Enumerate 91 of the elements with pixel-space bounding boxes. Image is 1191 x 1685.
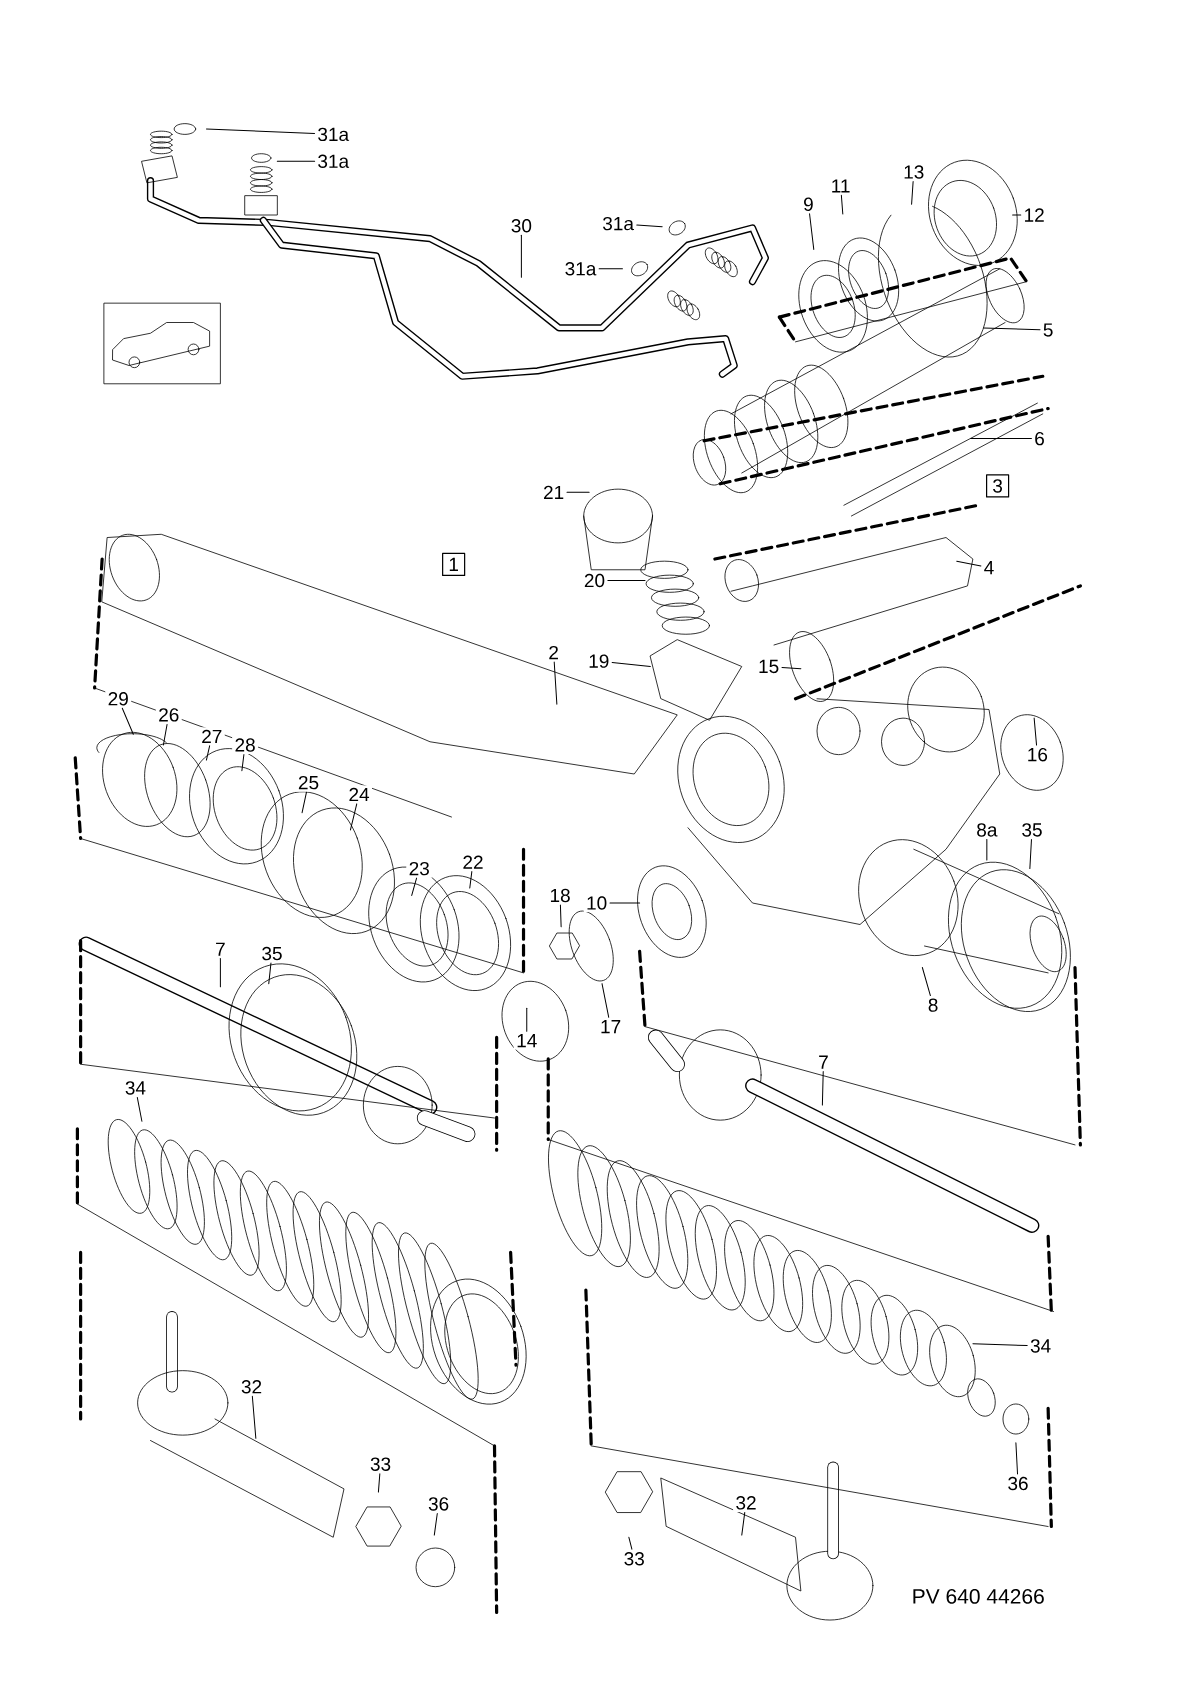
callout-number: 15: [755, 657, 782, 676]
leader-line: [526, 1007, 528, 1032]
callout-number: 16: [1024, 745, 1051, 764]
callout-number: 2: [545, 643, 562, 662]
callout-number: 34: [122, 1078, 149, 1098]
callout-number: 31a: [599, 214, 637, 233]
leader-line: [601, 983, 610, 1018]
leader-line: [809, 213, 815, 250]
callout-number: 8a: [973, 820, 1000, 840]
leader-line: [469, 871, 473, 889]
leader-line: [598, 268, 623, 270]
callout-number: 13: [900, 162, 927, 182]
leader-line: [781, 666, 802, 670]
callout-number: 9: [800, 195, 817, 214]
leader-line: [970, 438, 1032, 440]
leader-line: [611, 662, 651, 667]
callout-number: 4: [981, 558, 997, 577]
callout-number: 29: [105, 689, 132, 708]
leader-line: [1029, 838, 1032, 870]
callout-number: 6: [1031, 429, 1048, 448]
callout-number: 20: [581, 571, 608, 590]
leader-line: [628, 1536, 633, 1550]
leader-line: [921, 967, 931, 997]
leader-line: [241, 754, 245, 772]
callout-number: 35: [1019, 820, 1045, 840]
callout-number: 8: [925, 996, 941, 1015]
callout-number: 32: [238, 1377, 265, 1396]
callout-number: 7: [815, 1053, 832, 1072]
leader-line: [121, 707, 134, 735]
callout-number: 24: [346, 785, 373, 804]
leader-line: [136, 1096, 143, 1122]
callout-number: 31a: [315, 152, 352, 171]
callout-number: 23: [406, 859, 433, 878]
callout-number: 7: [212, 940, 229, 959]
leader-line: [276, 160, 316, 162]
leader-line: [520, 234, 522, 278]
leader-line: [411, 877, 418, 896]
part-number: PV 640 44266: [913, 1588, 1044, 1604]
callout-number: 36: [425, 1494, 452, 1514]
leader-line: [911, 181, 914, 205]
callout-number: 30: [508, 216, 535, 235]
leader-line: [251, 1395, 257, 1439]
leader-line: [986, 838, 988, 861]
leader-line: [205, 745, 211, 761]
callout-number: 26: [155, 705, 182, 724]
callout-number: 5: [1040, 321, 1056, 340]
leader-line: [268, 962, 272, 985]
leader-line: [433, 1512, 438, 1536]
leader-line: [553, 661, 558, 705]
callout-number: 10: [583, 893, 610, 913]
callout-number: 18: [547, 886, 574, 905]
leader-line: [1012, 214, 1022, 216]
boxed-number: 1: [442, 552, 466, 576]
leader-line: [219, 958, 221, 988]
callout-number: 12: [1021, 205, 1048, 225]
callout-number: 21: [540, 483, 567, 502]
leader-line: [566, 491, 590, 493]
callout-number: 22: [460, 853, 486, 872]
callout-number: 11: [828, 177, 853, 195]
leader-line: [840, 194, 844, 215]
leader-line: [607, 580, 646, 581]
callout-number: 36: [1005, 1474, 1031, 1493]
callout-number: 17: [597, 1017, 624, 1036]
callout-number: 25: [295, 773, 322, 792]
leader-line: [559, 904, 562, 928]
leader-line: [205, 128, 316, 135]
leader-line: [609, 902, 641, 904]
leader-line: [956, 560, 982, 567]
leader-line: [162, 723, 168, 746]
boxed-number: 3: [986, 474, 1010, 498]
callout-number: 32: [733, 1493, 759, 1512]
leader-line: [349, 803, 358, 831]
leader-line: [377, 1473, 381, 1493]
callout-number: 19: [585, 652, 612, 671]
callout-number: 28: [232, 735, 259, 755]
leader-line: [1033, 717, 1038, 746]
callout-number: 31a: [315, 125, 352, 144]
callout-number: 14: [513, 1031, 540, 1050]
callout-number: 35: [259, 944, 285, 963]
leader-line: [972, 1343, 1028, 1346]
leader-line: [821, 1070, 824, 1106]
leader-line: [1015, 1442, 1019, 1475]
leader-line: [301, 791, 307, 814]
callout-number: 33: [367, 1455, 394, 1474]
callout-number: 31a: [562, 259, 599, 278]
leader-line: [636, 224, 663, 228]
leader-line: [983, 327, 1041, 331]
callout-number: 34: [1027, 1336, 1054, 1356]
callout-number: 33: [621, 1549, 648, 1568]
leader-line: [741, 1511, 746, 1536]
callout-number: 27: [198, 727, 225, 746]
